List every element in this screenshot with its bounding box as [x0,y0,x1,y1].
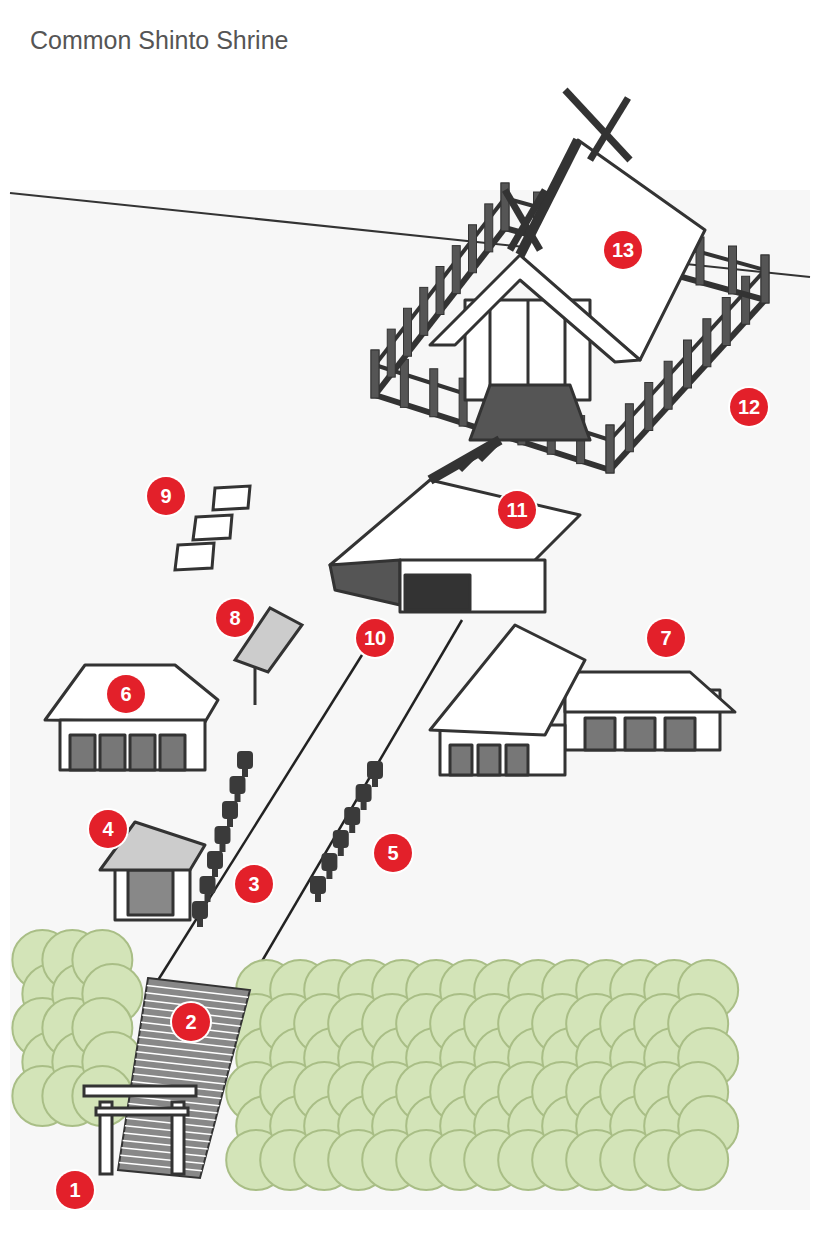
worship-hall [330,440,580,612]
callout-number: 13 [604,231,642,269]
callout-number: 1 [56,1171,94,1209]
callout-number: 8 [216,599,254,637]
stepping-stones [175,486,250,570]
callout-number: 7 [647,619,685,657]
callout-number: 9 [147,477,185,515]
ground [10,190,810,1210]
main-hall [430,90,705,440]
torii-gate [84,1086,196,1174]
callout-number: 11 [498,491,536,529]
callout-number: 4 [89,810,127,848]
diagram-title: Common Shinto Shrine [30,26,288,55]
stone-stairs [118,978,250,1178]
callout-number: 2 [172,1003,210,1041]
lantern-row [192,751,383,927]
callout-number: 12 [730,388,768,426]
callout-number: 6 [107,675,145,713]
approach-path [155,620,462,990]
hall-building [430,625,735,775]
callout-number: 3 [235,865,273,903]
office-building [45,665,218,770]
tree-line [12,930,738,1190]
callout-number: 10 [356,619,394,657]
callout-number: 5 [374,834,412,872]
